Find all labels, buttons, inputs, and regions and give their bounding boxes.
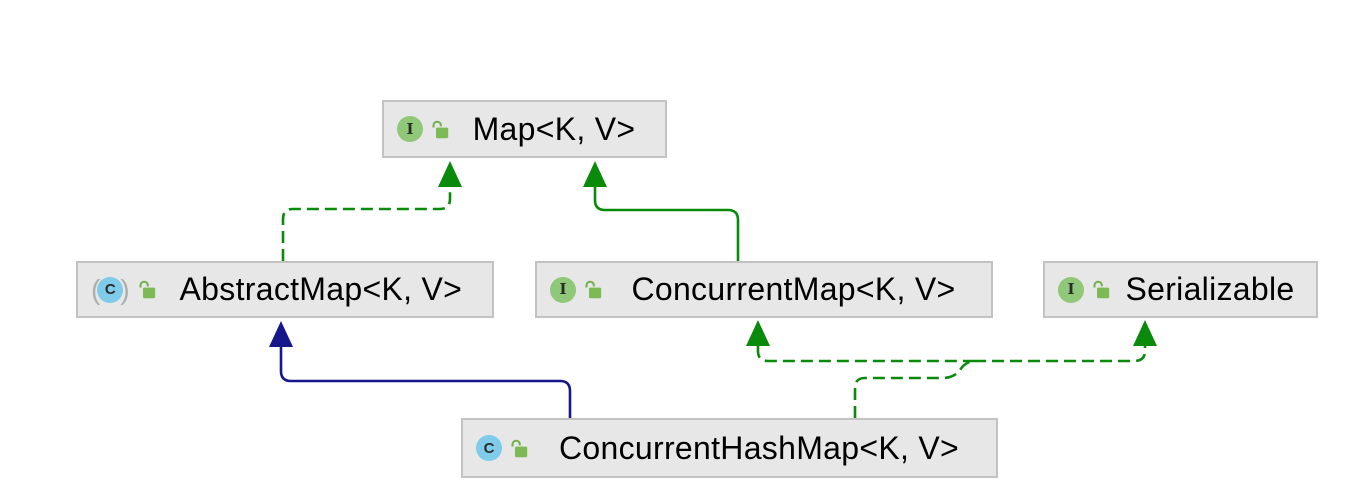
public-unlock-icon xyxy=(1091,279,1112,300)
abstract-class-icon: ( C ) xyxy=(91,273,130,305)
arrowhead-icon xyxy=(269,321,293,347)
arrowhead-icon xyxy=(583,161,607,187)
edge-line xyxy=(593,187,740,261)
node-abstractmap[interactable]: ( C ) AbstractMap<K, V> xyxy=(76,261,494,318)
public-unlock-icon xyxy=(583,279,604,300)
arrowhead-icon xyxy=(438,161,462,187)
class-icon: C xyxy=(476,435,502,461)
class-icon-letter: C xyxy=(483,439,495,457)
edge-concurrentmap-extends-map[interactable] xyxy=(583,161,740,261)
edge-line xyxy=(279,347,572,418)
node-map[interactable]: I Map<K, V> xyxy=(382,100,667,158)
abstract-paren-left: ( xyxy=(91,273,101,305)
node-icons: I xyxy=(550,276,604,303)
interface-icon-letter: I xyxy=(559,280,567,298)
node-icons: ( C ) xyxy=(91,273,158,305)
interface-icon: I xyxy=(397,116,423,142)
public-unlock-icon xyxy=(430,119,451,140)
node-label: Serializable xyxy=(1125,271,1295,307)
arrowhead-icon xyxy=(746,320,770,346)
public-unlock-icon xyxy=(509,438,530,459)
interface-icon-letter: I xyxy=(406,119,414,138)
node-icons: C xyxy=(476,435,530,461)
interface-icon: I xyxy=(550,276,576,303)
edge-chm-implements-serializable[interactable] xyxy=(974,320,1157,363)
node-label: AbstractMap<K, V> xyxy=(179,271,463,307)
interface-icon: I xyxy=(1058,276,1084,303)
public-unlock-icon xyxy=(137,279,158,300)
class-icon: C xyxy=(97,276,124,303)
abstract-paren-right: ) xyxy=(120,273,130,305)
node-label: ConcurrentHashMap<K, V> xyxy=(559,429,959,466)
node-icons: I xyxy=(397,116,451,142)
node-concurrenthashmap[interactable]: C ConcurrentHashMap<K, V> xyxy=(461,418,998,478)
node-label: Map<K, V> xyxy=(472,110,636,147)
interface-icon-letter: I xyxy=(1067,280,1075,298)
node-icons: I xyxy=(1058,276,1112,303)
node-label: ConcurrentMap<K, V> xyxy=(631,271,956,307)
node-serializable[interactable]: I Serializable xyxy=(1043,261,1318,318)
edge-line xyxy=(853,359,975,418)
edge-chm-extends-abstractmap[interactable] xyxy=(269,321,572,418)
edge-chm-implements-concurrentmap[interactable] xyxy=(746,320,975,418)
edge-line xyxy=(756,346,974,363)
edge-line xyxy=(281,188,452,261)
class-icon-letter: C xyxy=(104,281,116,298)
edge-abstractmap-implements-map[interactable] xyxy=(281,161,462,261)
arrowhead-icon xyxy=(1133,320,1157,346)
node-concurrentmap[interactable]: I ConcurrentMap<K, V> xyxy=(535,261,993,318)
edge-line xyxy=(974,346,1147,363)
